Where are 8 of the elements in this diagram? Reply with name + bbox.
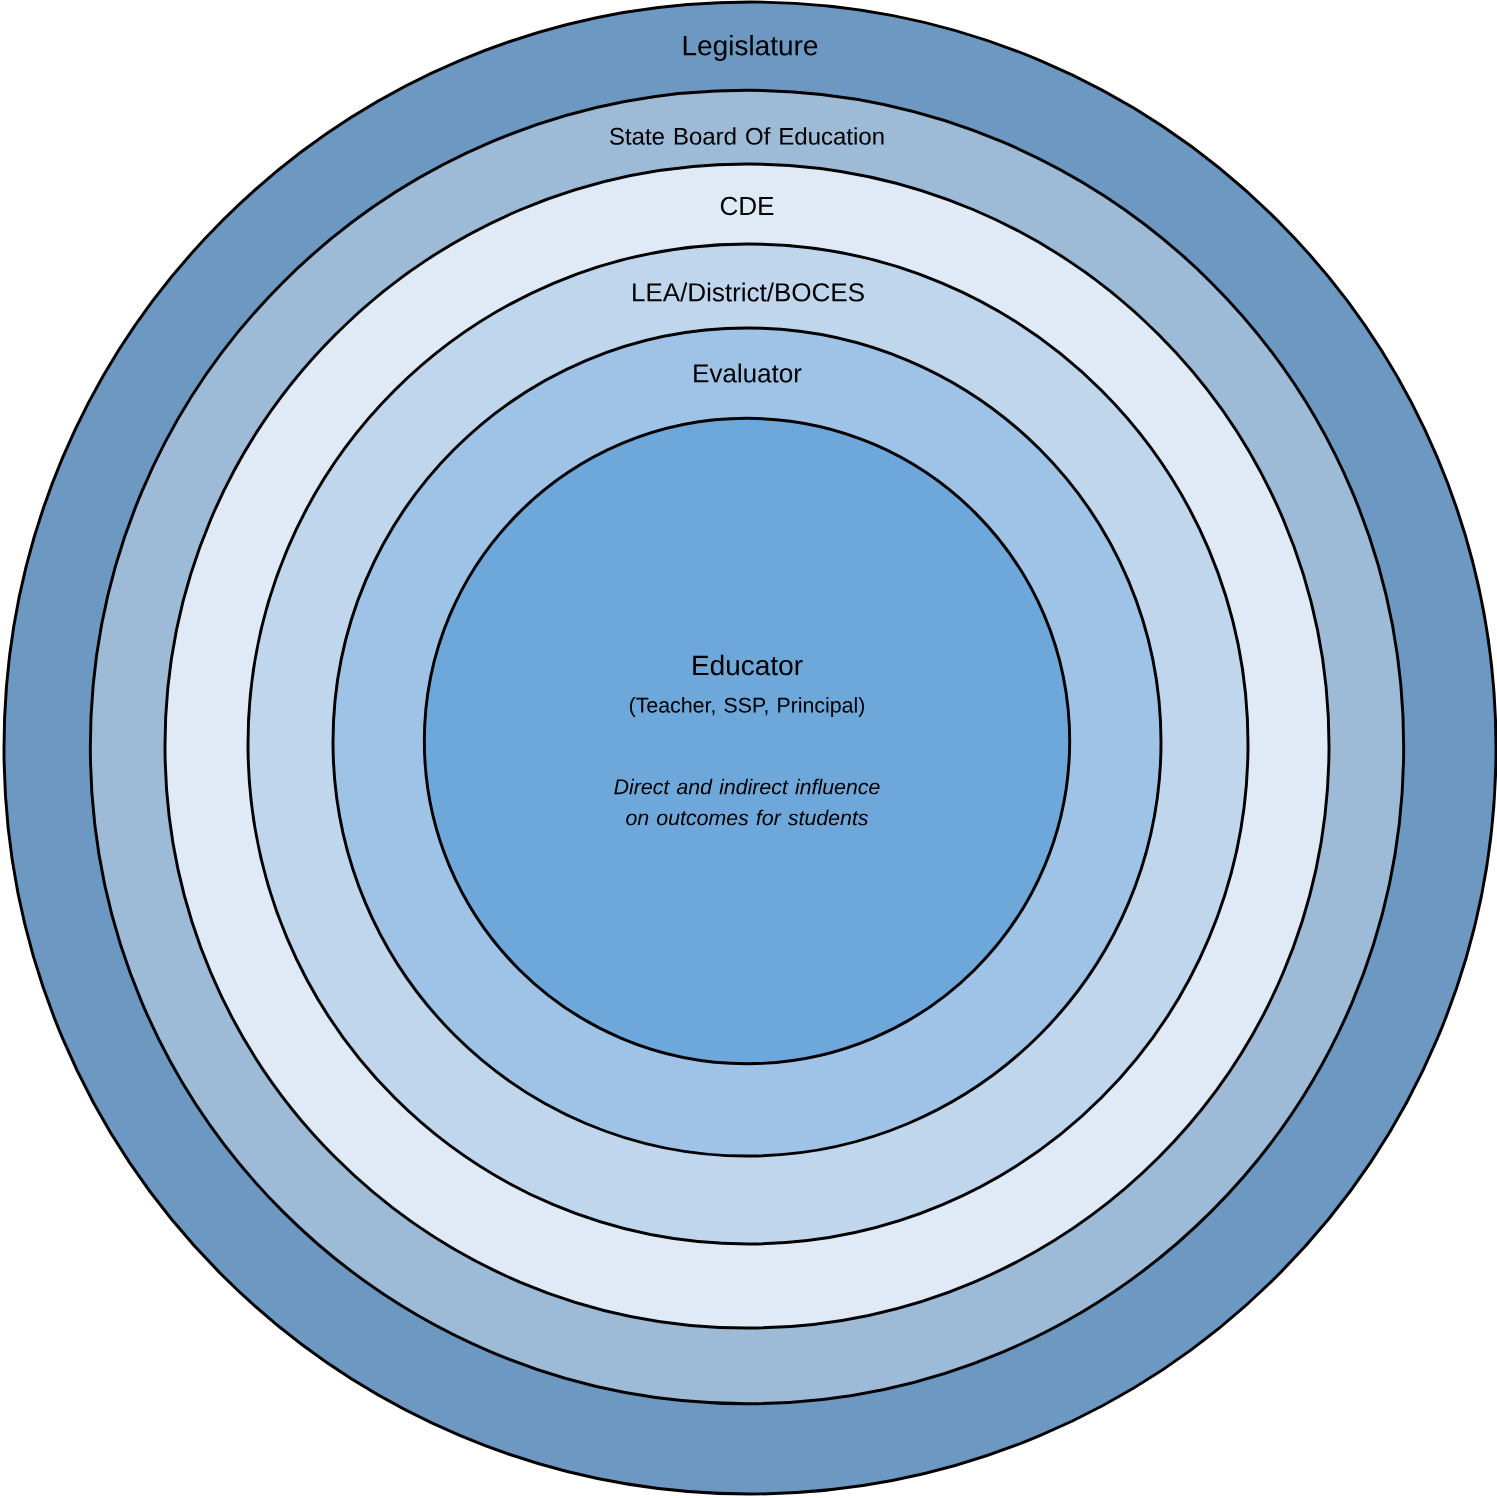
ring-label: LEA/District/BOCES	[633, 282, 864, 302]
ring-label: CDE	[720, 196, 774, 216]
ring-label: Legislature	[683, 34, 818, 62]
ring-label: State Board Of Education	[610, 127, 884, 145]
ring-sublabel: (Teacher, SSP, Principal)	[629, 697, 864, 717]
ring-label: Educator	[693, 654, 803, 676]
ring-label: Evaluator	[694, 363, 802, 383]
ring-note: Direct and indirect influence on outcomes for students	[614, 778, 880, 826]
